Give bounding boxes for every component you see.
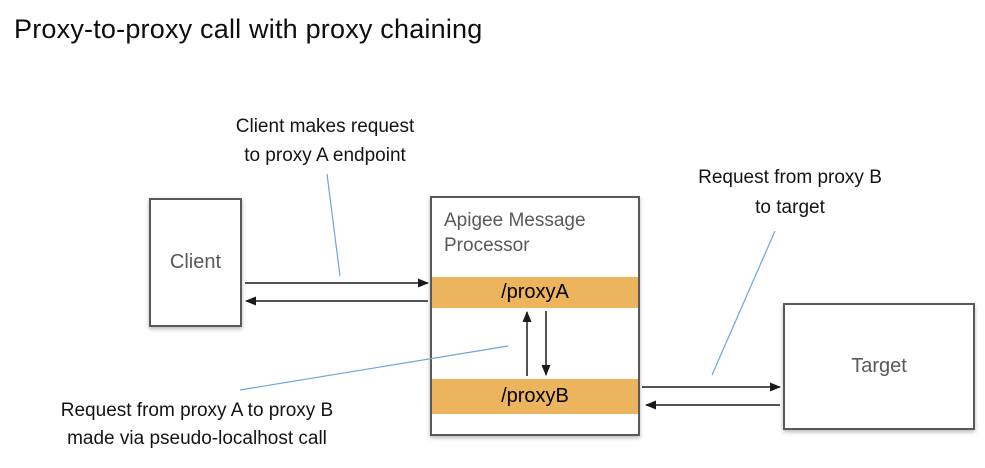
annotation-proxyb-to-target: Request from proxy B to target bbox=[698, 167, 882, 218]
annotation-proxya-to-proxyb: Request from proxy A to proxy B made via… bbox=[60, 400, 334, 449]
annotation-client-request: Client makes request to proxy A endpoint bbox=[235, 116, 415, 166]
processor-label: Apigee Message Processor bbox=[444, 210, 586, 256]
target-box: Target bbox=[783, 303, 975, 430]
proxy-a-endpoint-bar: /proxyA bbox=[432, 277, 638, 308]
client-label: Client bbox=[169, 251, 222, 273]
leader-line-proxyb-to-target bbox=[711, 230, 776, 376]
target-label: Target bbox=[851, 355, 907, 377]
proxy-b-label: /proxyB bbox=[501, 385, 569, 407]
diagram-title: Proxy-to-proxy call with proxy chaining bbox=[14, 14, 483, 44]
apigee-message-processor-box: Apigee Message Processor /proxyA /proxyB bbox=[430, 196, 640, 436]
client-box: Client bbox=[149, 198, 242, 327]
proxy-a-label: /proxyA bbox=[501, 281, 569, 303]
proxy-b-endpoint-bar: /proxyB bbox=[432, 379, 638, 414]
leader-line-client-request bbox=[326, 173, 341, 277]
